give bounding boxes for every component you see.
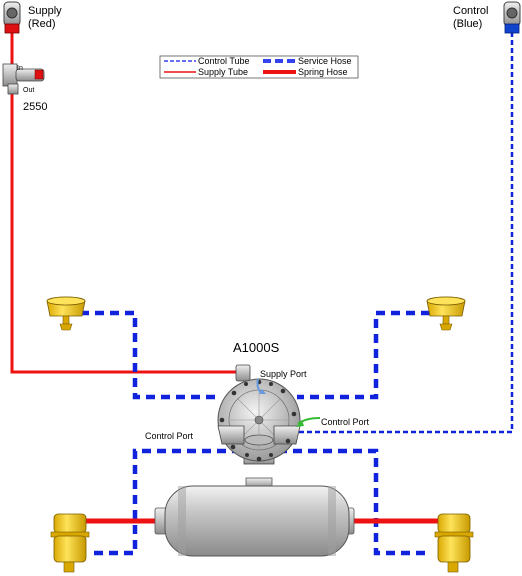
valve-2550-in-label: In [17,65,23,72]
legend-control-tube-label: Control Tube [198,56,250,66]
control-gladhand-label: Control [453,5,488,17]
legend-supply-tube-label: Supply Tube [198,67,248,77]
control-port-left-label: Control Port [145,431,194,441]
legend: Control Tube Service Hose Supply Tube Sp… [159,55,359,79]
supply-gladhand-label: Supply [28,5,62,17]
control-port-arrow [296,417,321,427]
supply-port-arrow [256,378,266,394]
spring-brake-chamber-bottom-right-icon[interactable] [434,513,474,573]
brake-chamber-top-left-icon[interactable] [46,296,86,331]
valve-2550-icon[interactable] [2,63,45,95]
control-gladhand-sublabel: (Blue) [453,18,482,30]
supply-gladhand-coupler-icon[interactable] [3,1,21,34]
valve-2550-label: 2550 [23,101,47,113]
supply-port-label: Supply Port [260,369,307,379]
supply-tube-line [10,32,238,374]
valve-2550-out-label: Out [23,87,34,94]
relay-valve-a1000s-icon[interactable] [217,364,301,465]
supply-gladhand-sublabel: (Red) [28,18,56,30]
brake-chamber-top-right-icon[interactable] [426,296,466,331]
control-gladhand-coupler-icon[interactable] [503,1,521,34]
legend-service-hose-label: Service Hose [298,56,352,66]
air-tank-icon[interactable] [154,477,355,557]
control-tube-line [296,32,514,434]
control-port-right-label: Control Port [321,417,370,427]
legend-spring-hose-label: Spring Hose [298,67,348,77]
service-hose-lines [80,310,430,556]
relay-valve-label: A1000S [233,340,280,355]
spring-brake-chamber-bottom-left-icon[interactable] [50,513,90,573]
